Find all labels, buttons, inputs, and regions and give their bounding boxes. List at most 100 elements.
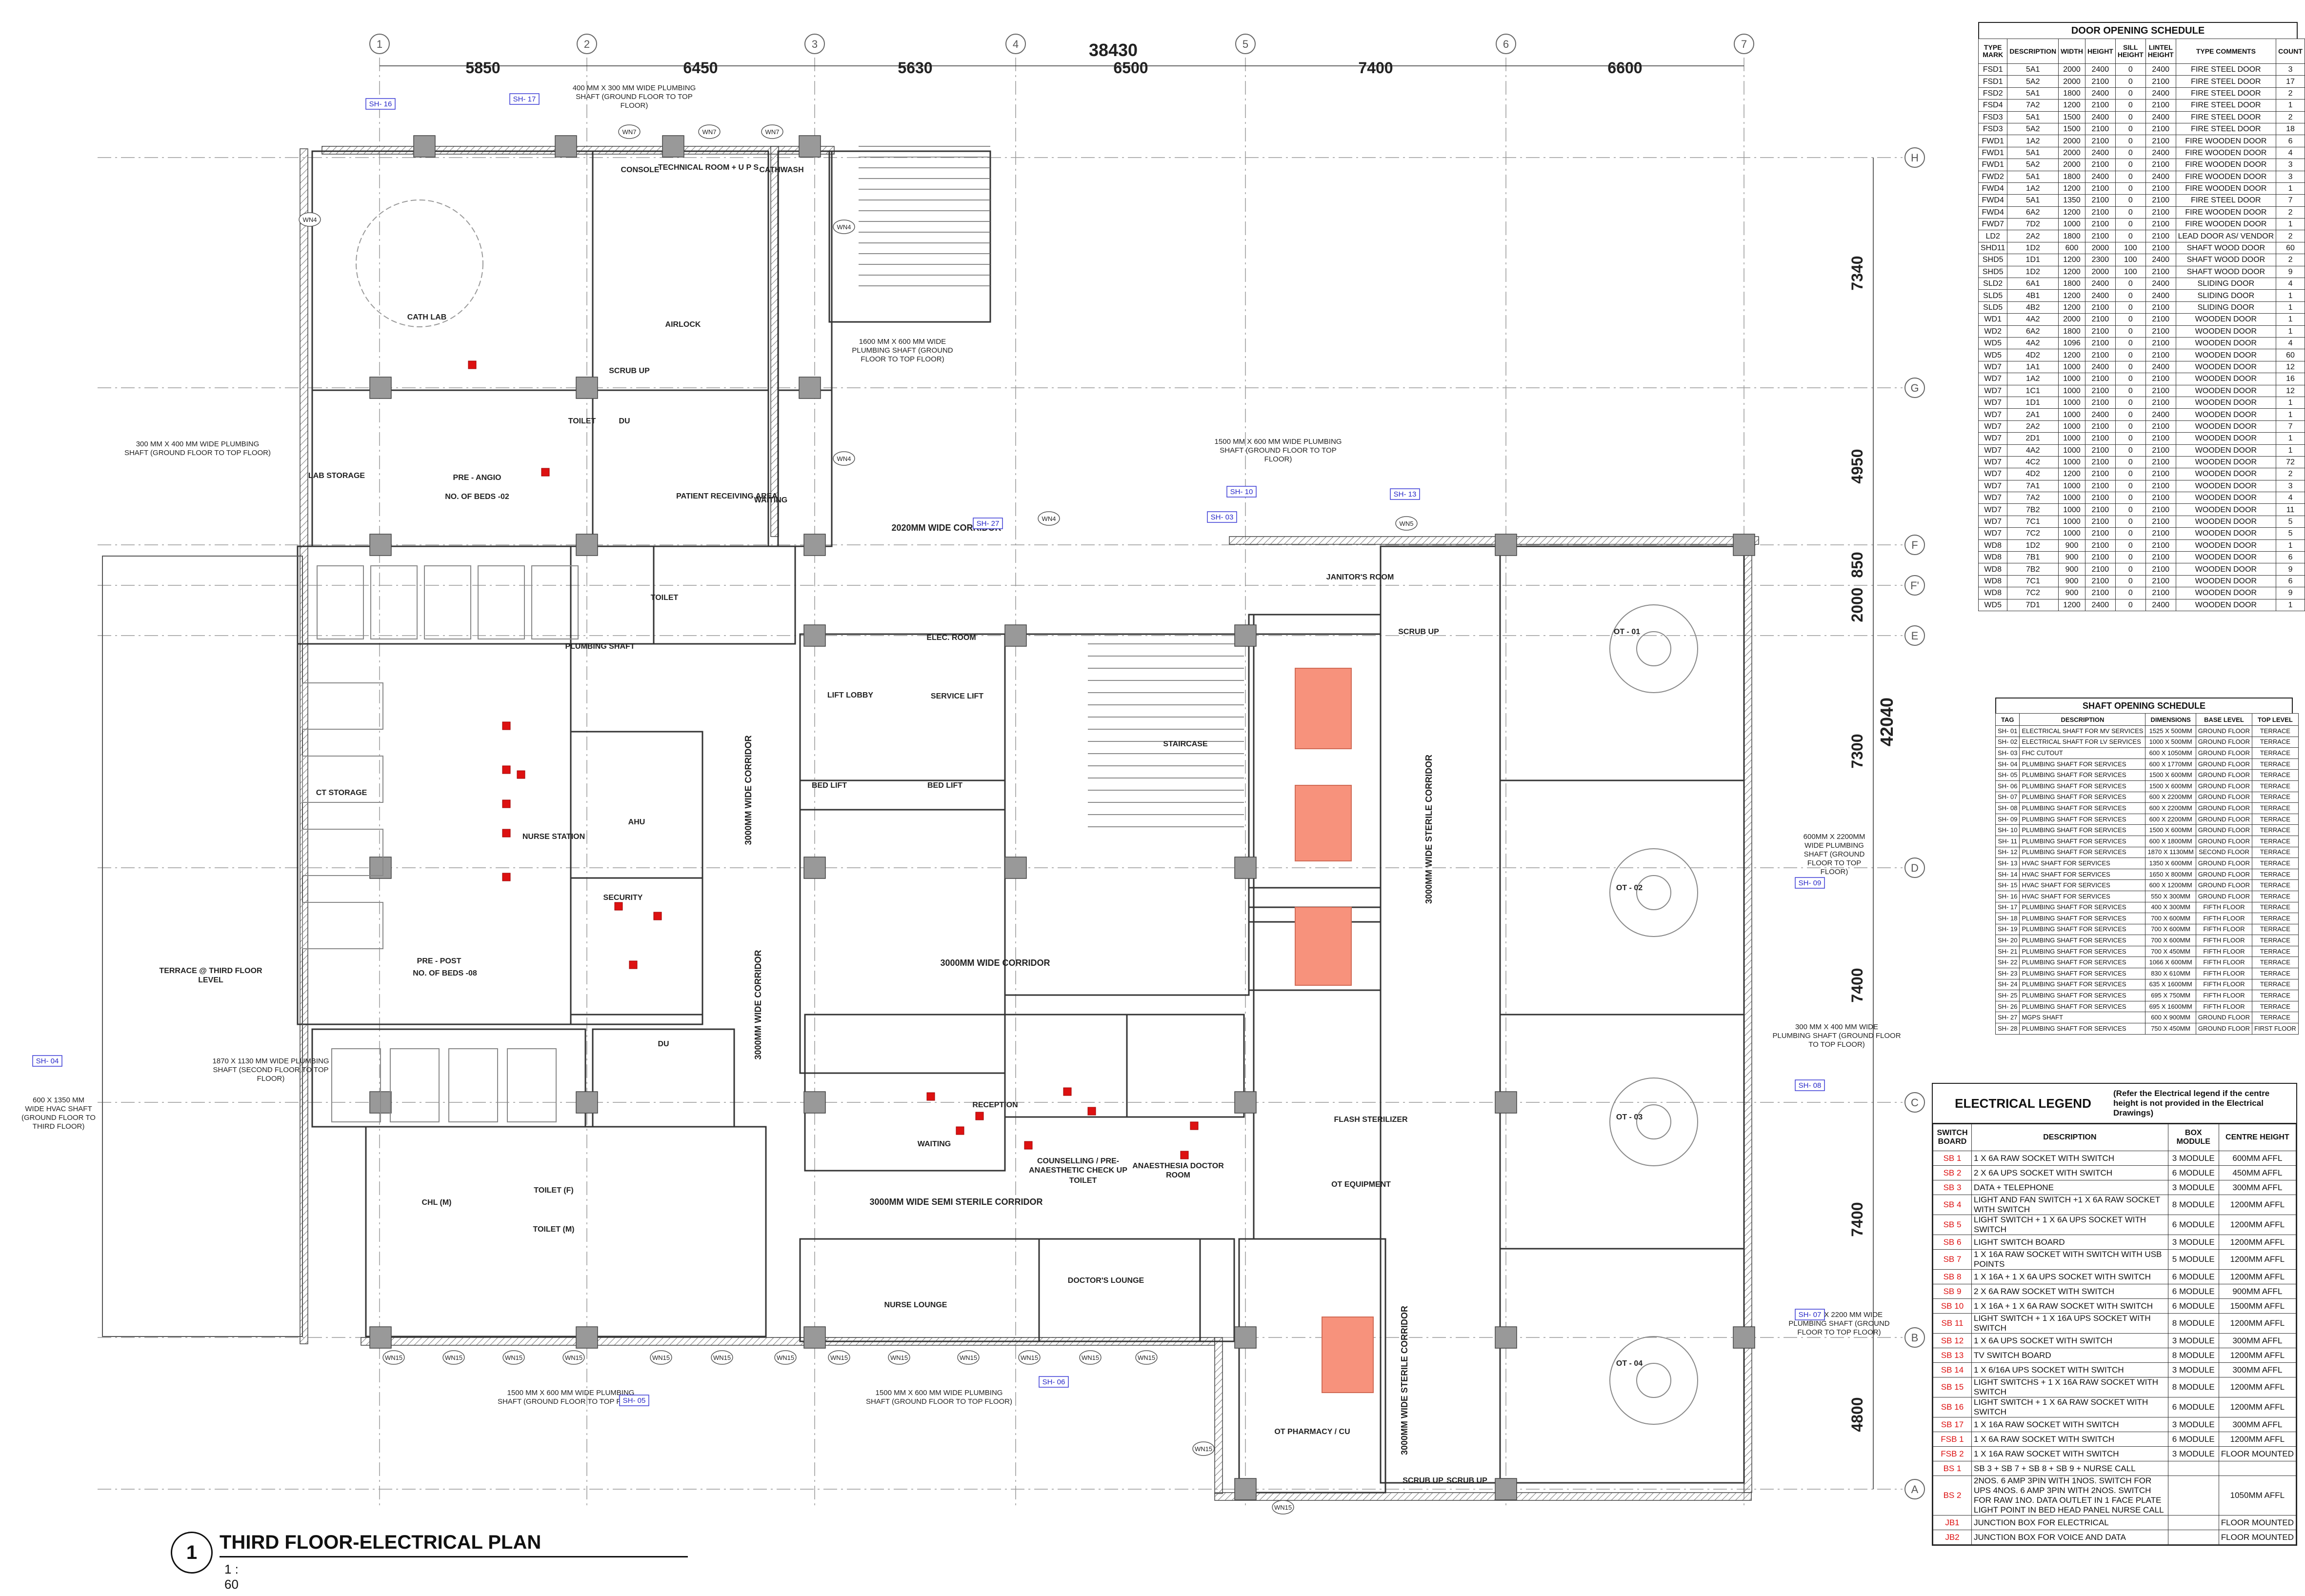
shaft-schedule-cell: PLUMBING SHAFT FOR SERVICES — [2019, 913, 2146, 924]
door-schedule-cell: 2100 — [2145, 265, 2176, 279]
plan-note-line: TO TOP FLOOR) — [1808, 1040, 1865, 1049]
ot-light-fixture — [1636, 875, 1671, 910]
door-schedule-cell: 1000 — [2058, 360, 2085, 374]
legend-cell — [2167, 1461, 2219, 1476]
shaft-schedule-cell: GROUND FLOOR — [2195, 758, 2253, 770]
shaft-tag: SH- 04 — [36, 1057, 59, 1065]
grid-column-label: 3 — [812, 38, 818, 50]
legend-cell: 3 MODULE — [2167, 1333, 2219, 1348]
window-tag-bubble — [1272, 1500, 1294, 1515]
legend-cell: SB 3 + SB 7 + SB 8 + SB 9 + NURSE CALL — [1971, 1461, 2168, 1476]
legend-cell: 5 MODULE — [2167, 1249, 2219, 1270]
legend-cell: 1200MM AFFL — [2218, 1195, 2297, 1215]
shaft-schedule-cell: FIFTH FLOOR — [2195, 901, 2253, 914]
door-schedule-cell: WOODEN DOOR — [2175, 360, 2277, 374]
door-schedule-cell: 0 — [2115, 587, 2146, 599]
window-tag: WN4 — [303, 216, 317, 223]
shaft-tag: SH- 16 — [369, 100, 392, 108]
room-wall — [1499, 779, 1745, 1016]
door-schedule-cell: 2000 — [2058, 135, 2085, 147]
legend-cell: 1200MM AFFL — [2218, 1313, 2297, 1334]
plan-note-line: SHAFT (GROUND FLOOR TO TOP FLOOR) — [124, 449, 271, 457]
door-schedule-cell: 7C1 — [2007, 515, 2059, 528]
door-schedule-cell: 3 — [2276, 170, 2305, 183]
door-schedule-cell: FIRE WOODEN DOOR — [2175, 206, 2277, 219]
plan-note-line: 300 MM X 400 MM WIDE PLUMBING — [136, 440, 260, 448]
door-schedule-cell: 0 — [2115, 99, 2146, 112]
shaft-schedule-cell: ELECTRICAL SHAFT FOR LV SERVICES — [2019, 736, 2146, 748]
door-schedule-cell: 1D1 — [2007, 396, 2059, 409]
legend-cell: 300MM AFFL — [2218, 1417, 2297, 1432]
door-schedule-col-header: DESCRIPTION — [2007, 39, 2059, 64]
shaft-tag-box — [1039, 1376, 1069, 1388]
grid-bubble — [1235, 34, 1256, 54]
legend-cell: SB 2 — [1933, 1165, 1972, 1180]
bed — [331, 1048, 381, 1122]
door-schedule-col-header: SILL HEIGHT — [2115, 39, 2146, 64]
window-tag-bubble — [382, 1350, 405, 1365]
door-schedule-cell: 1A2 — [2007, 373, 2059, 385]
door-schedule-cell: 2400 — [2085, 170, 2116, 183]
ot-light-fixture — [1609, 1336, 1698, 1425]
legend-col-header: SWITCH BOARD — [1933, 1124, 1972, 1151]
door-schedule-cell: 2100 — [2145, 349, 2176, 361]
legend-cell: 1 X 6/16A UPS SOCKET WITH SWITCH — [1971, 1362, 2168, 1377]
shaft-tag-box — [1226, 486, 1257, 498]
room-label: WAITING — [918, 1140, 951, 1148]
room-wall — [311, 389, 594, 547]
switchboard-marker — [502, 765, 511, 774]
shaft-schedule-cell: 700 X 600MM — [2145, 913, 2196, 924]
room-label-line: RECEPTION — [972, 1101, 1018, 1109]
door-schedule-cell: 0 — [2115, 194, 2146, 207]
legend-cell: JB2 — [1933, 1530, 1972, 1545]
legend-cell: 3 MODULE — [2167, 1235, 2219, 1250]
door-schedule-cell: 2100 — [2145, 218, 2176, 231]
legend-cell: 450MM AFFL — [2218, 1165, 2297, 1180]
shaft-tag: SH- 05 — [623, 1396, 646, 1405]
door-schedule-cell: 2100 — [2085, 230, 2116, 242]
room-label: CATH LAB — [407, 313, 447, 321]
door-schedule-cell: 0 — [2115, 575, 2146, 588]
window-tag: WN15 — [960, 1354, 977, 1361]
room-label: PRE - POST — [417, 957, 461, 965]
door-schedule-cell: 1 — [2276, 301, 2305, 314]
shaft-schedule-cell: 1500 X 600MM — [2145, 780, 2196, 792]
room-label: RECEPTION — [972, 1101, 1018, 1109]
shaft-schedule-title: SHAFT OPENING SCHEDULE — [1995, 698, 2293, 713]
shaft-schedule-cell: PLUMBING SHAFT FOR SERVICES — [2019, 901, 2146, 914]
shaft-schedule-cell: PLUMBING SHAFT FOR SERVICES — [2019, 769, 2146, 781]
grid-bubble — [369, 34, 390, 54]
room-label: AHU — [628, 818, 645, 826]
door-schedule-cell: FSD2 — [1978, 87, 2008, 100]
structural-column — [1495, 1478, 1517, 1500]
dimension-total-right: 42040 — [1877, 698, 1897, 746]
shaft-schedule-cell: TERRACE — [2252, 868, 2299, 880]
shaft-schedule-cell: SH- 09 — [1995, 813, 2020, 825]
legend-cell: 300MM AFFL — [2218, 1362, 2297, 1377]
legend-cell: SB 9 — [1933, 1284, 1972, 1299]
legend-cell: 1200MM AFFL — [2218, 1249, 2297, 1270]
door-schedule-cell: 5A2 — [2007, 75, 2059, 88]
equipment-panel — [1295, 668, 1352, 749]
door-schedule-cell: 17 — [2276, 75, 2305, 88]
room-label: CT STORAGE — [316, 789, 367, 797]
legend-cell: 6 MODULE — [2167, 1284, 2219, 1299]
shaft-schedule-cell: SH- 27 — [1995, 1012, 2020, 1024]
door-schedule-cell: FSD3 — [1978, 111, 2008, 123]
plan-note-line: 1870 X 1130 MM WIDE PLUMBING — [213, 1057, 329, 1065]
legend-cell: JUNCTION BOX FOR VOICE AND DATA — [1971, 1530, 2168, 1545]
door-schedule-cell: SHD5 — [1978, 265, 2008, 279]
room-label: BED LIFT — [812, 781, 847, 790]
plan-note-line: FLOOR) — [257, 1075, 285, 1083]
